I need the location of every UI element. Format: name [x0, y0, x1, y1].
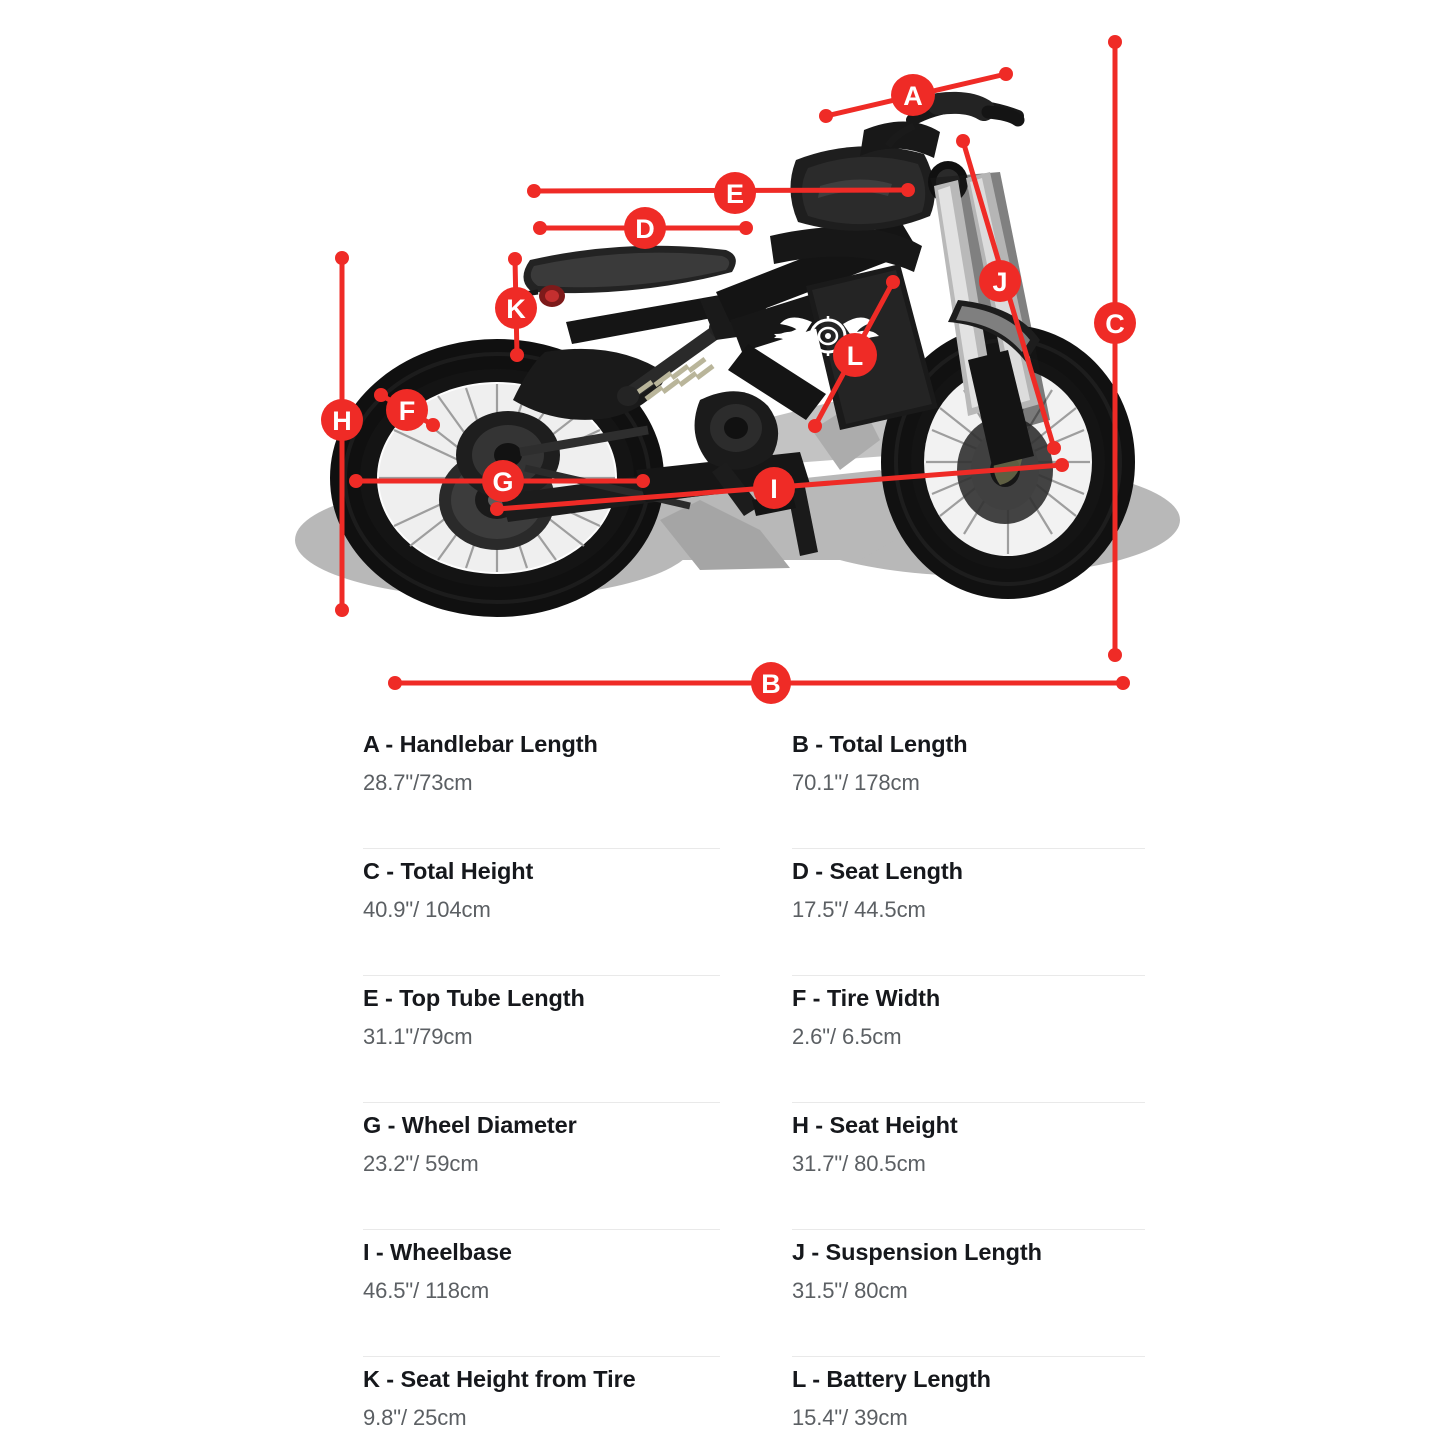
- spec-item-l: L - Battery Length 15.4"/ 39cm: [754, 1357, 1145, 1445]
- spec-label: A - Handlebar Length: [363, 731, 598, 757]
- spec-item-h: H - Seat Height 31.7"/ 80.5cm: [754, 1103, 1145, 1230]
- spec-label: J - Suspension Length: [792, 1239, 1042, 1265]
- spec-value: 70.1"/ 178cm: [792, 770, 920, 796]
- spec-value: 31.5"/ 80cm: [792, 1278, 908, 1304]
- marker-label-H: H: [332, 406, 352, 436]
- spec-row: E - Top Tube Length 31.1"/79cm F - Tire …: [363, 976, 1145, 1103]
- spec-label: E - Top Tube Length: [363, 985, 585, 1011]
- marker-label-E: E: [726, 179, 744, 209]
- dim-line-C: C: [1094, 35, 1136, 662]
- dim-line-B: B: [388, 662, 1130, 704]
- spec-item-a: A - Handlebar Length 28.7"/73cm: [363, 722, 754, 849]
- spec-label: C - Total Height: [363, 858, 534, 884]
- marker-label-K: K: [506, 294, 526, 324]
- spec-item-i: I - Wheelbase 46.5"/ 118cm: [363, 1230, 754, 1357]
- spec-item-j: J - Suspension Length 31.5"/ 80cm: [754, 1230, 1145, 1357]
- spec-label: G - Wheel Diameter: [363, 1112, 577, 1138]
- dim-line-F: F: [374, 388, 440, 432]
- spec-item-g: G - Wheel Diameter 23.2"/ 59cm: [363, 1103, 754, 1230]
- spec-label: F - Tire Width: [792, 985, 941, 1011]
- spec-item-d: D - Seat Length 17.5"/ 44.5cm: [754, 849, 1145, 976]
- spec-label: D - Seat Length: [792, 858, 963, 884]
- spec-item-e: E - Top Tube Length 31.1"/79cm: [363, 976, 754, 1103]
- spec-item-c: C - Total Height 40.9"/ 104cm: [363, 849, 754, 976]
- spec-item-f: F - Tire Width 2.6"/ 6.5cm: [754, 976, 1145, 1103]
- marker-label-A: A: [903, 81, 923, 111]
- spec-value: 2.6"/ 6.5cm: [792, 1024, 902, 1050]
- dim-line-D: D: [533, 207, 753, 249]
- marker-label-J: J: [992, 267, 1007, 297]
- dim-line-H: H: [321, 251, 363, 617]
- spec-value: 46.5"/ 118cm: [363, 1278, 490, 1304]
- spec-row: A - Handlebar Length 28.7"/73cm B - Tota…: [363, 722, 1145, 849]
- dim-line-L: L: [808, 275, 900, 433]
- dim-line-G: G: [349, 460, 650, 502]
- ebike-dimension-diagram: A B C: [0, 0, 1445, 710]
- marker-label-F: F: [399, 396, 416, 426]
- dim-line-I: I: [490, 458, 1069, 516]
- spec-item-k: K - Seat Height from Tire 9.8"/ 25cm: [363, 1357, 754, 1445]
- spec-row: I - Wheelbase 46.5"/ 118cm J - Suspensio…: [363, 1230, 1145, 1357]
- spec-value: 40.9"/ 104cm: [363, 897, 491, 923]
- spec-label: I - Wheelbase: [363, 1239, 512, 1265]
- brand-logo-icon: [774, 316, 879, 356]
- dim-line-K: K: [495, 252, 537, 362]
- marker-label-L: L: [847, 341, 864, 371]
- spec-row: K - Seat Height from Tire 9.8"/ 25cm L -…: [363, 1357, 1145, 1445]
- spec-value: 15.4"/ 39cm: [792, 1405, 908, 1431]
- spec-label: B - Total Length: [792, 731, 968, 757]
- spec-row: G - Wheel Diameter 23.2"/ 59cm H - Seat …: [363, 1103, 1145, 1230]
- spec-value: 9.8"/ 25cm: [363, 1405, 467, 1431]
- bike-frame: [500, 91, 1050, 556]
- dim-line-J: J: [956, 134, 1061, 455]
- marker-label-I: I: [770, 474, 778, 504]
- marker-label-D: D: [635, 214, 655, 244]
- marker-label-B: B: [761, 669, 781, 699]
- spec-label: K - Seat Height from Tire: [363, 1366, 636, 1392]
- spec-item-b: B - Total Length 70.1"/ 178cm: [754, 722, 1145, 849]
- spec-label: H - Seat Height: [792, 1112, 958, 1138]
- dimension-spec-table: A - Handlebar Length 28.7"/73cm B - Tota…: [363, 722, 1145, 1445]
- marker-label-G: G: [492, 467, 513, 497]
- marker-label-C: C: [1105, 309, 1125, 339]
- spec-value: 28.7"/73cm: [363, 770, 473, 796]
- dim-line-A: A: [819, 67, 1013, 123]
- spec-row: C - Total Height 40.9"/ 104cm D - Seat L…: [363, 849, 1145, 976]
- spec-label: L - Battery Length: [792, 1366, 991, 1392]
- spec-value: 17.5"/ 44.5cm: [792, 897, 926, 923]
- spec-value: 31.7"/ 80.5cm: [792, 1151, 926, 1177]
- spec-value: 31.1"/79cm: [363, 1024, 473, 1050]
- dim-line-E: E: [527, 172, 915, 214]
- spec-value: 23.2"/ 59cm: [363, 1151, 479, 1177]
